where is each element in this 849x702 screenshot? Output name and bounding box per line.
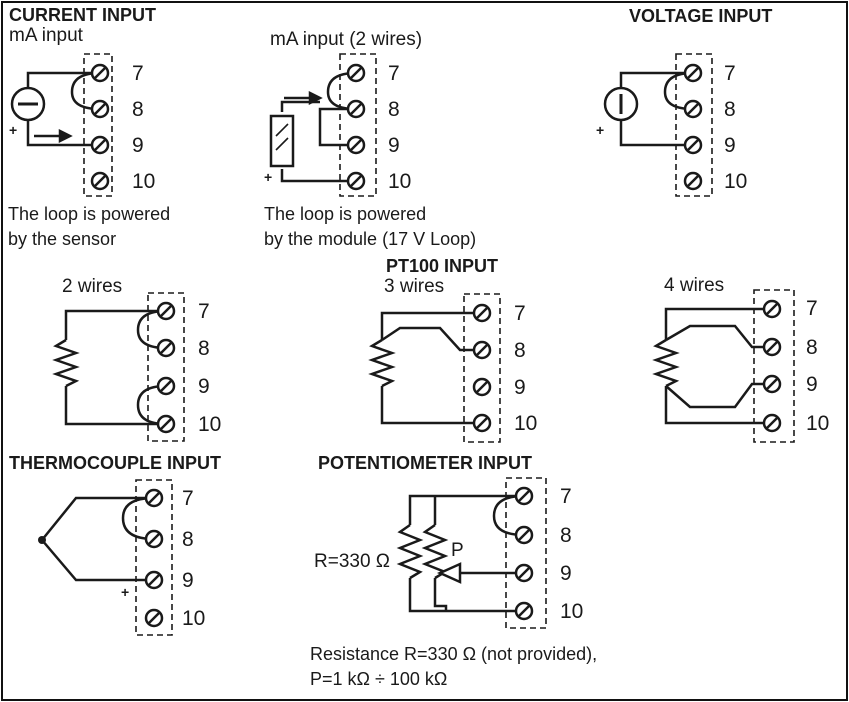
potentiometer-input-heading: POTENTIOMETER INPUT — [318, 453, 533, 473]
resistance-note-line1: Resistance R=330 Ω (not provided), — [310, 644, 598, 664]
terminal-10-label: 10 — [806, 412, 830, 435]
module-powered-note-line1: The loop is powered — [264, 204, 427, 224]
pt100-input-heading: PT100 INPUT — [386, 256, 499, 276]
terminal-9-label: 9 — [182, 569, 194, 592]
current-input-sensor-circuit — [10, 53, 113, 197]
thermocouple-screws — [144, 488, 164, 628]
terminal-10-label: 10 — [132, 170, 156, 193]
terminal-8-label: 8 — [132, 98, 144, 121]
terminal-9-label: 9 — [132, 134, 144, 157]
terminal-9-label: 9 — [198, 375, 210, 398]
terminal-9-label: 9 — [724, 134, 736, 157]
current-input-module-circuit — [269, 53, 377, 197]
resistance-note-line2: P=1 kΩ ÷ 100 kΩ — [310, 669, 448, 689]
terminal-block — [753, 289, 795, 443]
voltage-input-heading: VOLTAGE INPUT — [629, 6, 773, 26]
pt100-3wire-circuit — [368, 293, 501, 443]
voltage-input-screws — [683, 63, 703, 191]
terminal-10-label: 10 — [724, 170, 748, 193]
terminal-8-label: 8 — [514, 339, 526, 362]
terminal-block — [675, 53, 713, 197]
pt100-2wire-screws — [156, 301, 176, 434]
terminal-10-label: 10 — [388, 170, 412, 193]
terminal-7-label: 7 — [198, 300, 210, 323]
terminal-block — [339, 53, 377, 197]
potentiometer-p — [421, 523, 449, 580]
resistor-r — [396, 523, 424, 580]
current-input-module-screws — [346, 63, 366, 191]
terminal-7-label: 7 — [560, 485, 572, 508]
thermocouple-input-heading: THERMOCOUPLE INPUT — [9, 453, 222, 473]
terminal-9-label: 9 — [388, 134, 400, 157]
pt100-4-wires-label: 4 wires — [664, 275, 725, 296]
voltage-input-circuit — [603, 53, 713, 197]
terminal-7-label: 7 — [514, 302, 526, 325]
terminal-8-label: 8 — [560, 524, 572, 547]
terminal-8-label: 8 — [182, 528, 194, 551]
terminal-block — [463, 293, 501, 443]
current-input-sensor-screws — [90, 63, 110, 191]
terminal-8-label: 8 — [198, 337, 210, 360]
resistor-r-label: R=330 Ω — [314, 551, 390, 572]
sensor-powered-note-line1: The loop is powered — [8, 204, 171, 224]
terminal-7-label: 7 — [724, 62, 736, 85]
module-powered-note-line2: by the module (17 V Loop) — [264, 229, 477, 249]
potentiometer-p-label: P — [451, 540, 464, 561]
terminal-block — [505, 477, 547, 629]
terminal-9-label: 9 — [514, 376, 526, 399]
terminal-block — [83, 53, 113, 197]
sensor-powered-note-line2: by the sensor — [8, 229, 117, 249]
pt100-2wire-circuit — [52, 292, 185, 442]
terminal-9-label: 9 — [560, 562, 572, 585]
terminal-7-label: 7 — [806, 297, 818, 320]
terminal-10-label: 10 — [514, 412, 538, 435]
pt100-2-wires-label: 2 wires — [62, 276, 123, 297]
current-input-heading: CURRENT INPUT — [9, 5, 156, 25]
potentiometer-circuit — [396, 477, 547, 629]
potentiometer-screws — [514, 486, 534, 621]
pt100-4wire-circuit — [652, 289, 795, 443]
pt100-3-wires-label: 3 wires — [384, 276, 445, 297]
ma-input-2wire-label: mA input (2 wires) — [270, 29, 423, 50]
junction-dot — [38, 536, 46, 544]
sensor-element — [269, 114, 295, 168]
plus-sign: + — [264, 169, 273, 185]
terminal-9-label: 9 — [806, 373, 818, 396]
terminal-7-label: 7 — [132, 62, 144, 85]
pt100-4wire-screws — [762, 299, 782, 433]
terminal-7-label: 7 — [388, 62, 400, 85]
terminal-8-label: 8 — [806, 336, 818, 359]
terminal-10-label: 10 — [560, 600, 584, 623]
terminal-block — [135, 479, 173, 636]
terminal-8-label: 8 — [388, 98, 400, 121]
pt100-3wire-screws — [472, 303, 492, 433]
plus-sign: + — [121, 584, 130, 600]
plus-sign: + — [9, 122, 18, 138]
terminal-8-label: 8 — [724, 98, 736, 121]
thermocouple-circuit — [38, 479, 173, 636]
terminal-7-label: 7 — [182, 487, 194, 510]
terminal-block — [147, 292, 185, 442]
terminal-10-label: 10 — [182, 607, 206, 630]
terminal-10-label: 10 — [198, 413, 222, 436]
ma-input-label: mA input — [9, 25, 83, 46]
plus-sign: + — [596, 122, 605, 138]
